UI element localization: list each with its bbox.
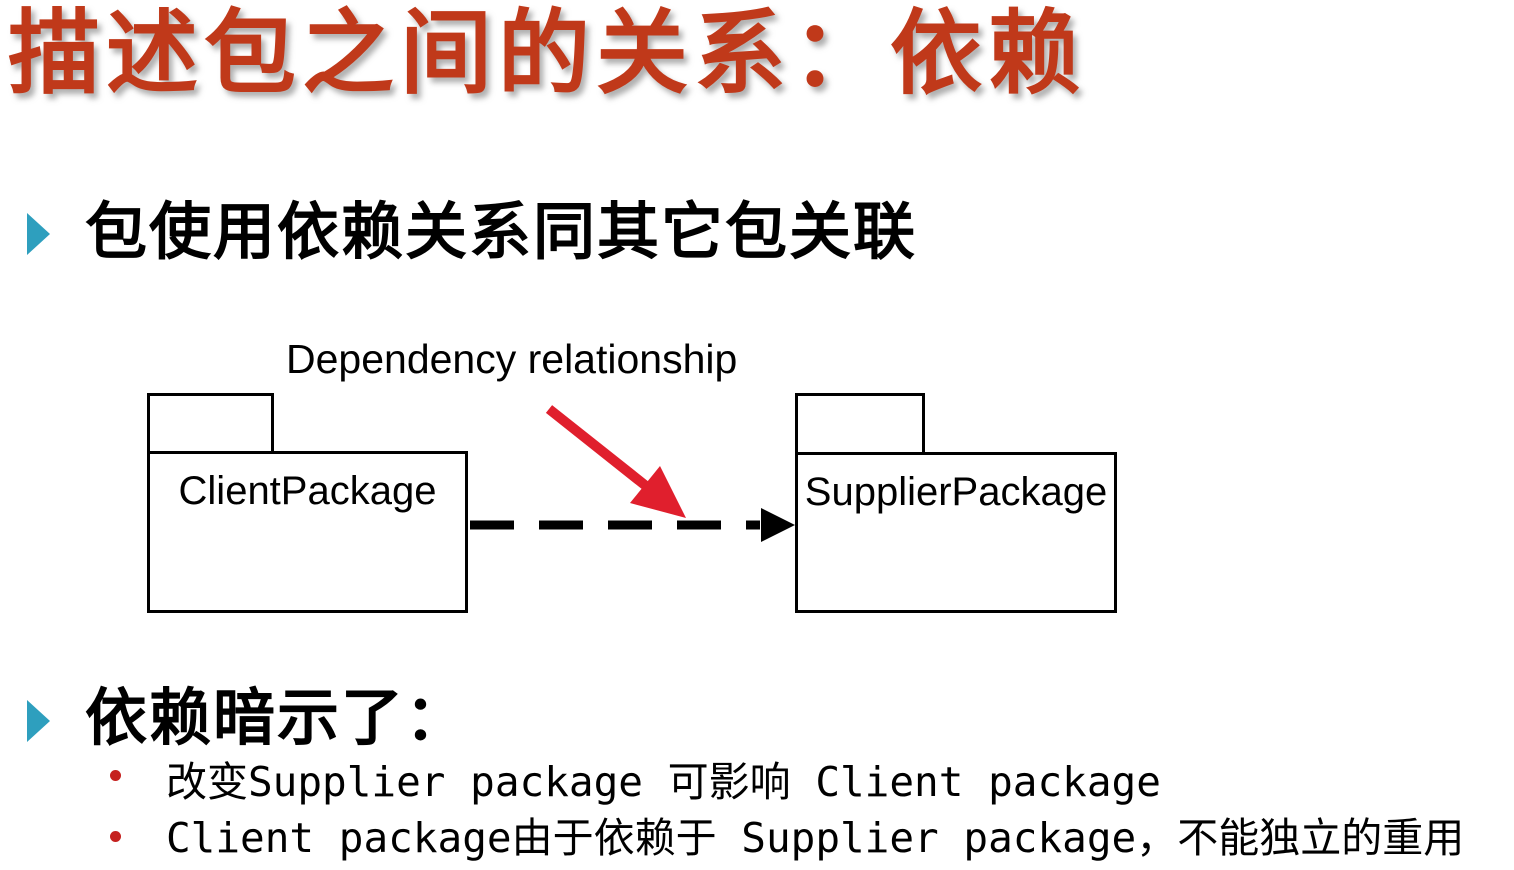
annotation-arrowhead-icon <box>630 466 686 518</box>
dependency-arrowhead-icon <box>761 508 795 542</box>
client-package-tab <box>147 393 274 454</box>
sub-bullet-text-2: Client package由于依赖于 Supplier package，不能独… <box>166 814 1465 862</box>
bullet-text-2: 依赖暗示了： <box>85 681 470 754</box>
supplier-package-name: SupplierPackage <box>804 470 1108 514</box>
supplier-package-tab <box>795 393 925 455</box>
sub-bullet-dot-icon <box>110 770 121 781</box>
annotation-arrow-line <box>545 405 650 490</box>
client-package-name: ClientPackage <box>178 469 437 513</box>
dependency-relationship-label: Dependency relationship <box>286 336 738 382</box>
bullet-text-1: 包使用依赖关系同其它包关联 <box>85 195 918 268</box>
supplier-package-body: SupplierPackage <box>795 452 1117 613</box>
bullet-triangle-icon <box>27 213 50 255</box>
sub-bullet-dot-icon <box>110 831 121 842</box>
bullet-triangle-icon <box>27 700 50 742</box>
sub-bullet-text-1: 改变Supplier package 可影响 Client package <box>166 758 1161 806</box>
client-package-body: ClientPackage <box>147 451 468 613</box>
page-title: 描述包之间的关系：依赖 <box>8 0 1087 107</box>
